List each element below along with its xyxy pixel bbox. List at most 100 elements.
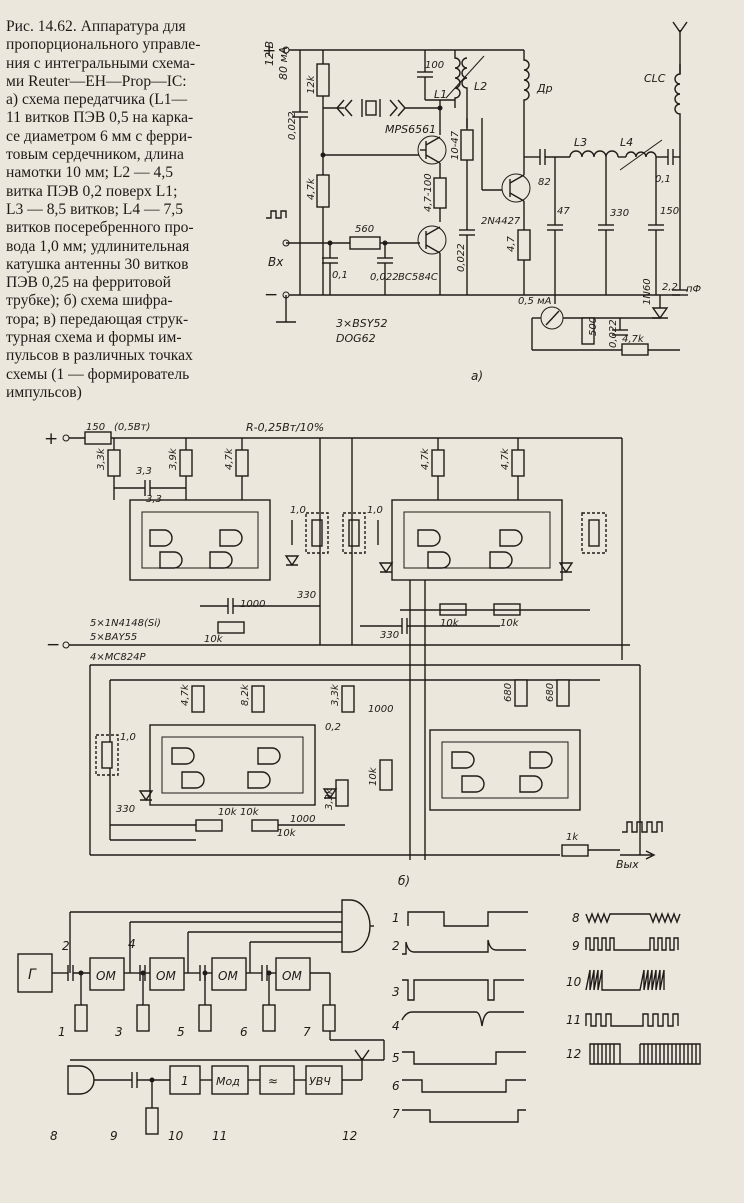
resistor-8k2 — [251, 685, 265, 713]
resistor-4k7 — [316, 174, 330, 208]
resistor-10k — [217, 621, 245, 634]
res-label: 12k — [306, 74, 317, 94]
minus-sign: − — [46, 635, 60, 655]
output-arrow-icon — [645, 850, 656, 860]
cap-label: 1000 — [240, 599, 265, 610]
res-label: 680 — [503, 683, 514, 702]
plus-sign: + — [262, 41, 276, 61]
transistor-label: 2N4427 — [481, 216, 521, 227]
potentiometer-dashed — [95, 734, 119, 776]
waveform-5 — [402, 1051, 526, 1065]
potentiometer — [348, 519, 360, 547]
cap-label: 0,1 — [655, 174, 671, 185]
res-label: 8,2k — [240, 683, 251, 706]
resistor-10k-h — [195, 819, 223, 832]
resistor — [198, 1004, 212, 1032]
resistor — [74, 1004, 88, 1032]
cap-label: 1,0 — [290, 505, 306, 516]
waveform-12 — [589, 1043, 701, 1065]
supply-current-label: 80 мА — [277, 47, 290, 80]
crystal-icon — [365, 100, 377, 116]
cap-label: 330 — [116, 804, 135, 815]
ic-outline — [391, 499, 563, 581]
caption-line: витка ПЭВ 0,2 поверх L1; — [6, 182, 178, 200]
caption-line: а) схема передатчика (L1— — [6, 91, 188, 109]
ic-outline — [149, 724, 316, 806]
meter-label: 0,5 мА — [518, 296, 552, 307]
caption-line: трубке); б) схема шифра- — [6, 292, 173, 310]
inductor-label: L1 — [434, 88, 447, 101]
res-label: 4,7k — [500, 447, 511, 470]
resistor-4k7-c — [511, 449, 525, 477]
point-label: 4 — [128, 937, 136, 951]
cap-label: 0,022 — [456, 243, 467, 272]
res-label: 10k — [204, 634, 224, 645]
waveform-3 — [402, 979, 524, 1001]
schematic-b-encoder: + 150 (0,5Вт) R-0,25Вт/10% − 3,3k 3,9k 4… — [44, 421, 663, 888]
output-pulse-icon — [622, 821, 663, 833]
inductor-L3 — [569, 150, 619, 158]
res-label: 4,7 — [506, 235, 517, 252]
waveforms-left: 1 2 3 4 5 6 7 — [392, 911, 528, 1123]
res-label: 3,3k — [96, 447, 107, 470]
tuning-arrow — [445, 55, 485, 99]
waveform-label: 12 — [566, 1047, 581, 1061]
res-label: 680 — [545, 683, 556, 702]
block-label: ОМ — [282, 969, 302, 983]
block-om-3 — [211, 957, 247, 991]
res-label: 4,7k — [420, 447, 431, 470]
waveform-label: 2 — [392, 939, 400, 953]
inductor-label: CLC — [644, 72, 666, 85]
resistor — [322, 1004, 336, 1032]
caption-line: се диаметром 6 мм с ферри- — [6, 127, 193, 145]
figure-caption: Рис. 14.62. Аппаратура для пропорциональ… — [6, 18, 264, 402]
wire — [509, 192, 525, 202]
resistor-150 — [84, 431, 112, 445]
plus-terminal — [282, 46, 290, 54]
res-label: 4,7k — [180, 683, 191, 706]
point-label: 3 — [115, 1025, 123, 1039]
point-label: 8 — [50, 1129, 58, 1143]
resistor-3k3 — [107, 449, 121, 477]
schematic-a-transmitter: + − Вх 12 В 80 мА 0,022 12k 4,7k — [262, 21, 702, 383]
resistor — [136, 1004, 150, 1032]
point-label: 11 — [212, 1129, 227, 1143]
cap-label: 1000 — [290, 814, 315, 825]
block-om-1 — [89, 957, 125, 991]
caption-line: импульсов) — [6, 383, 82, 401]
point-label: 1 — [58, 1025, 66, 1039]
inductor-label: L3 — [574, 136, 587, 149]
waveform-7 — [402, 1109, 526, 1123]
transistor-2n4427 — [501, 173, 531, 203]
waveform-label: 10 — [566, 975, 582, 989]
resistor-12k — [316, 63, 330, 97]
point-label: 6 — [240, 1025, 248, 1039]
wire — [425, 154, 441, 164]
resistor-4k7-b — [431, 449, 445, 477]
caption-line: пропорционального управле- — [6, 36, 201, 54]
inductor-label: L2 — [474, 80, 487, 93]
cap-label: 2,2 — [662, 282, 678, 293]
waveforms-right: 8 9 10 11 12 — [566, 911, 701, 1065]
resistor-note: R-0,25Вт/10% — [246, 421, 324, 434]
ic-inner — [161, 736, 304, 794]
ic-inner — [403, 511, 551, 569]
diode-icon — [322, 788, 338, 800]
res-label: 4,7k — [622, 334, 645, 345]
junction-dot — [140, 970, 146, 976]
ic-inner — [441, 741, 569, 799]
junction-dot — [266, 970, 272, 976]
caption-line: ния с интегральными схема- — [6, 54, 196, 72]
waveform-label: 7 — [392, 1107, 400, 1121]
ic-block-4 — [429, 729, 581, 811]
caption-line: 11 витков ПЭВ 0,5 на карка- — [6, 109, 194, 127]
plus-terminal-b — [62, 434, 70, 442]
res-label: 150 — [86, 422, 105, 433]
waveform-label: 3 — [392, 985, 400, 999]
potentiometer — [101, 741, 113, 769]
resistor-4k7-d — [191, 685, 205, 713]
point-label: 10 — [168, 1129, 184, 1143]
block-shaper-1 — [169, 1065, 201, 1095]
block-om-4 — [275, 957, 311, 991]
point-label: 5 — [177, 1025, 185, 1039]
